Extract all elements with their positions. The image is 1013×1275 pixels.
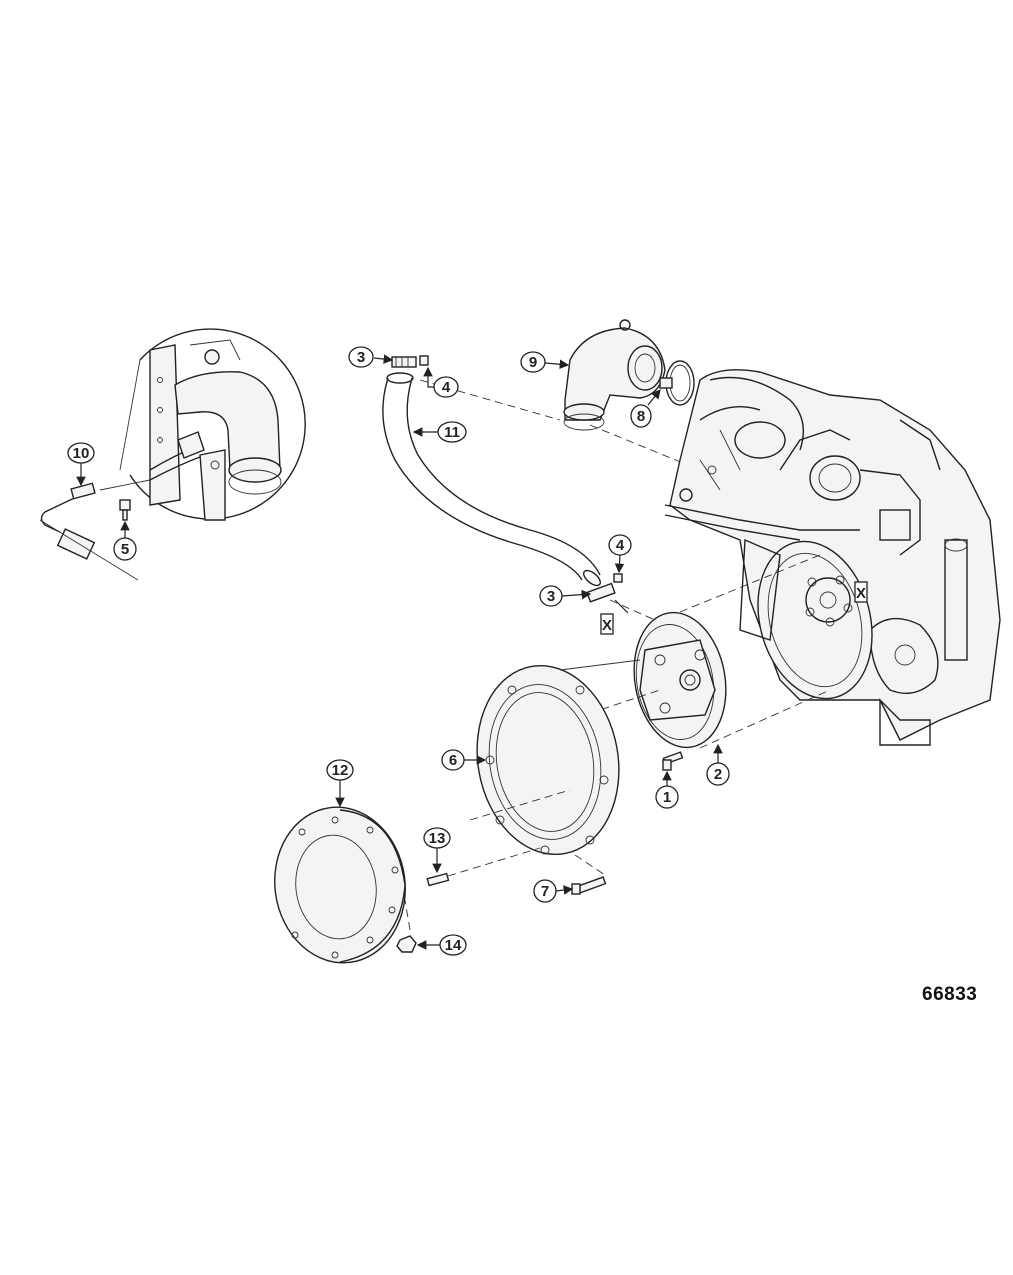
adapter-plate-6	[469, 659, 641, 876]
sensor-harness	[39, 479, 151, 581]
callout-1-label: 1	[663, 789, 671, 806]
callout-5-label: 5	[121, 541, 129, 558]
callout-11-label: 11	[444, 424, 460, 441]
callout-9-label: 9	[529, 354, 537, 371]
marker-x-right: X	[854, 581, 868, 603]
callout-3-lower-label: 3	[547, 588, 555, 605]
callout-3-lower: 3	[539, 585, 592, 607]
hose-11	[382, 372, 656, 621]
callout-7-label: 7	[541, 883, 549, 900]
callout-11: 11	[412, 421, 467, 443]
marker-x-left: X	[600, 613, 614, 635]
exhaust-elbow-9	[563, 319, 701, 471]
callout-2: 2	[706, 743, 730, 786]
marker-x-left-label: X	[602, 617, 612, 634]
callout-14-label: 14	[445, 937, 462, 954]
band-clamp-8	[659, 360, 695, 406]
marker-x-right-label: X	[856, 585, 866, 602]
callout-4-lower-label: 4	[616, 537, 625, 554]
callout-4-upper-label: 4	[442, 379, 451, 396]
flywheel	[739, 538, 873, 700]
nut-14	[396, 899, 417, 953]
hose-clamp-lower	[586, 573, 629, 614]
callout-7: 7	[533, 879, 574, 903]
callout-6-label: 6	[449, 752, 457, 769]
stud-13	[426, 847, 541, 887]
callout-4-lower: 4	[608, 534, 632, 574]
callout-10-label: 10	[73, 445, 90, 462]
hose-clamp-upper	[391, 355, 429, 368]
flange-ring-12	[274, 806, 406, 964]
coupler-housing-2	[514, 554, 831, 749]
bolt-1	[662, 751, 684, 771]
callout-3-upper-label: 3	[357, 349, 365, 366]
callout-9: 9	[520, 351, 570, 373]
bolt-7	[571, 876, 607, 895]
callout-14: 14	[416, 934, 467, 956]
mounting-bolt-5	[119, 499, 131, 521]
callout-12-label: 12	[332, 762, 349, 779]
callout-13: 13	[423, 827, 451, 874]
callout-2-label: 2	[714, 766, 722, 783]
callout-13-label: 13	[429, 830, 446, 847]
callout-4-upper: 4	[423, 366, 459, 398]
callout-3-upper: 3	[348, 346, 394, 368]
callout-12: 12	[326, 759, 354, 808]
callout-6: 6	[441, 749, 487, 771]
callout-10: 10	[67, 442, 95, 487]
callout-5: 5	[113, 520, 137, 561]
callout-1: 1	[655, 770, 679, 809]
callout-8: 8	[630, 389, 661, 428]
figure-number: 66833	[922, 984, 978, 1005]
detail-inset	[119, 328, 306, 521]
callout-8-label: 8	[637, 408, 645, 425]
